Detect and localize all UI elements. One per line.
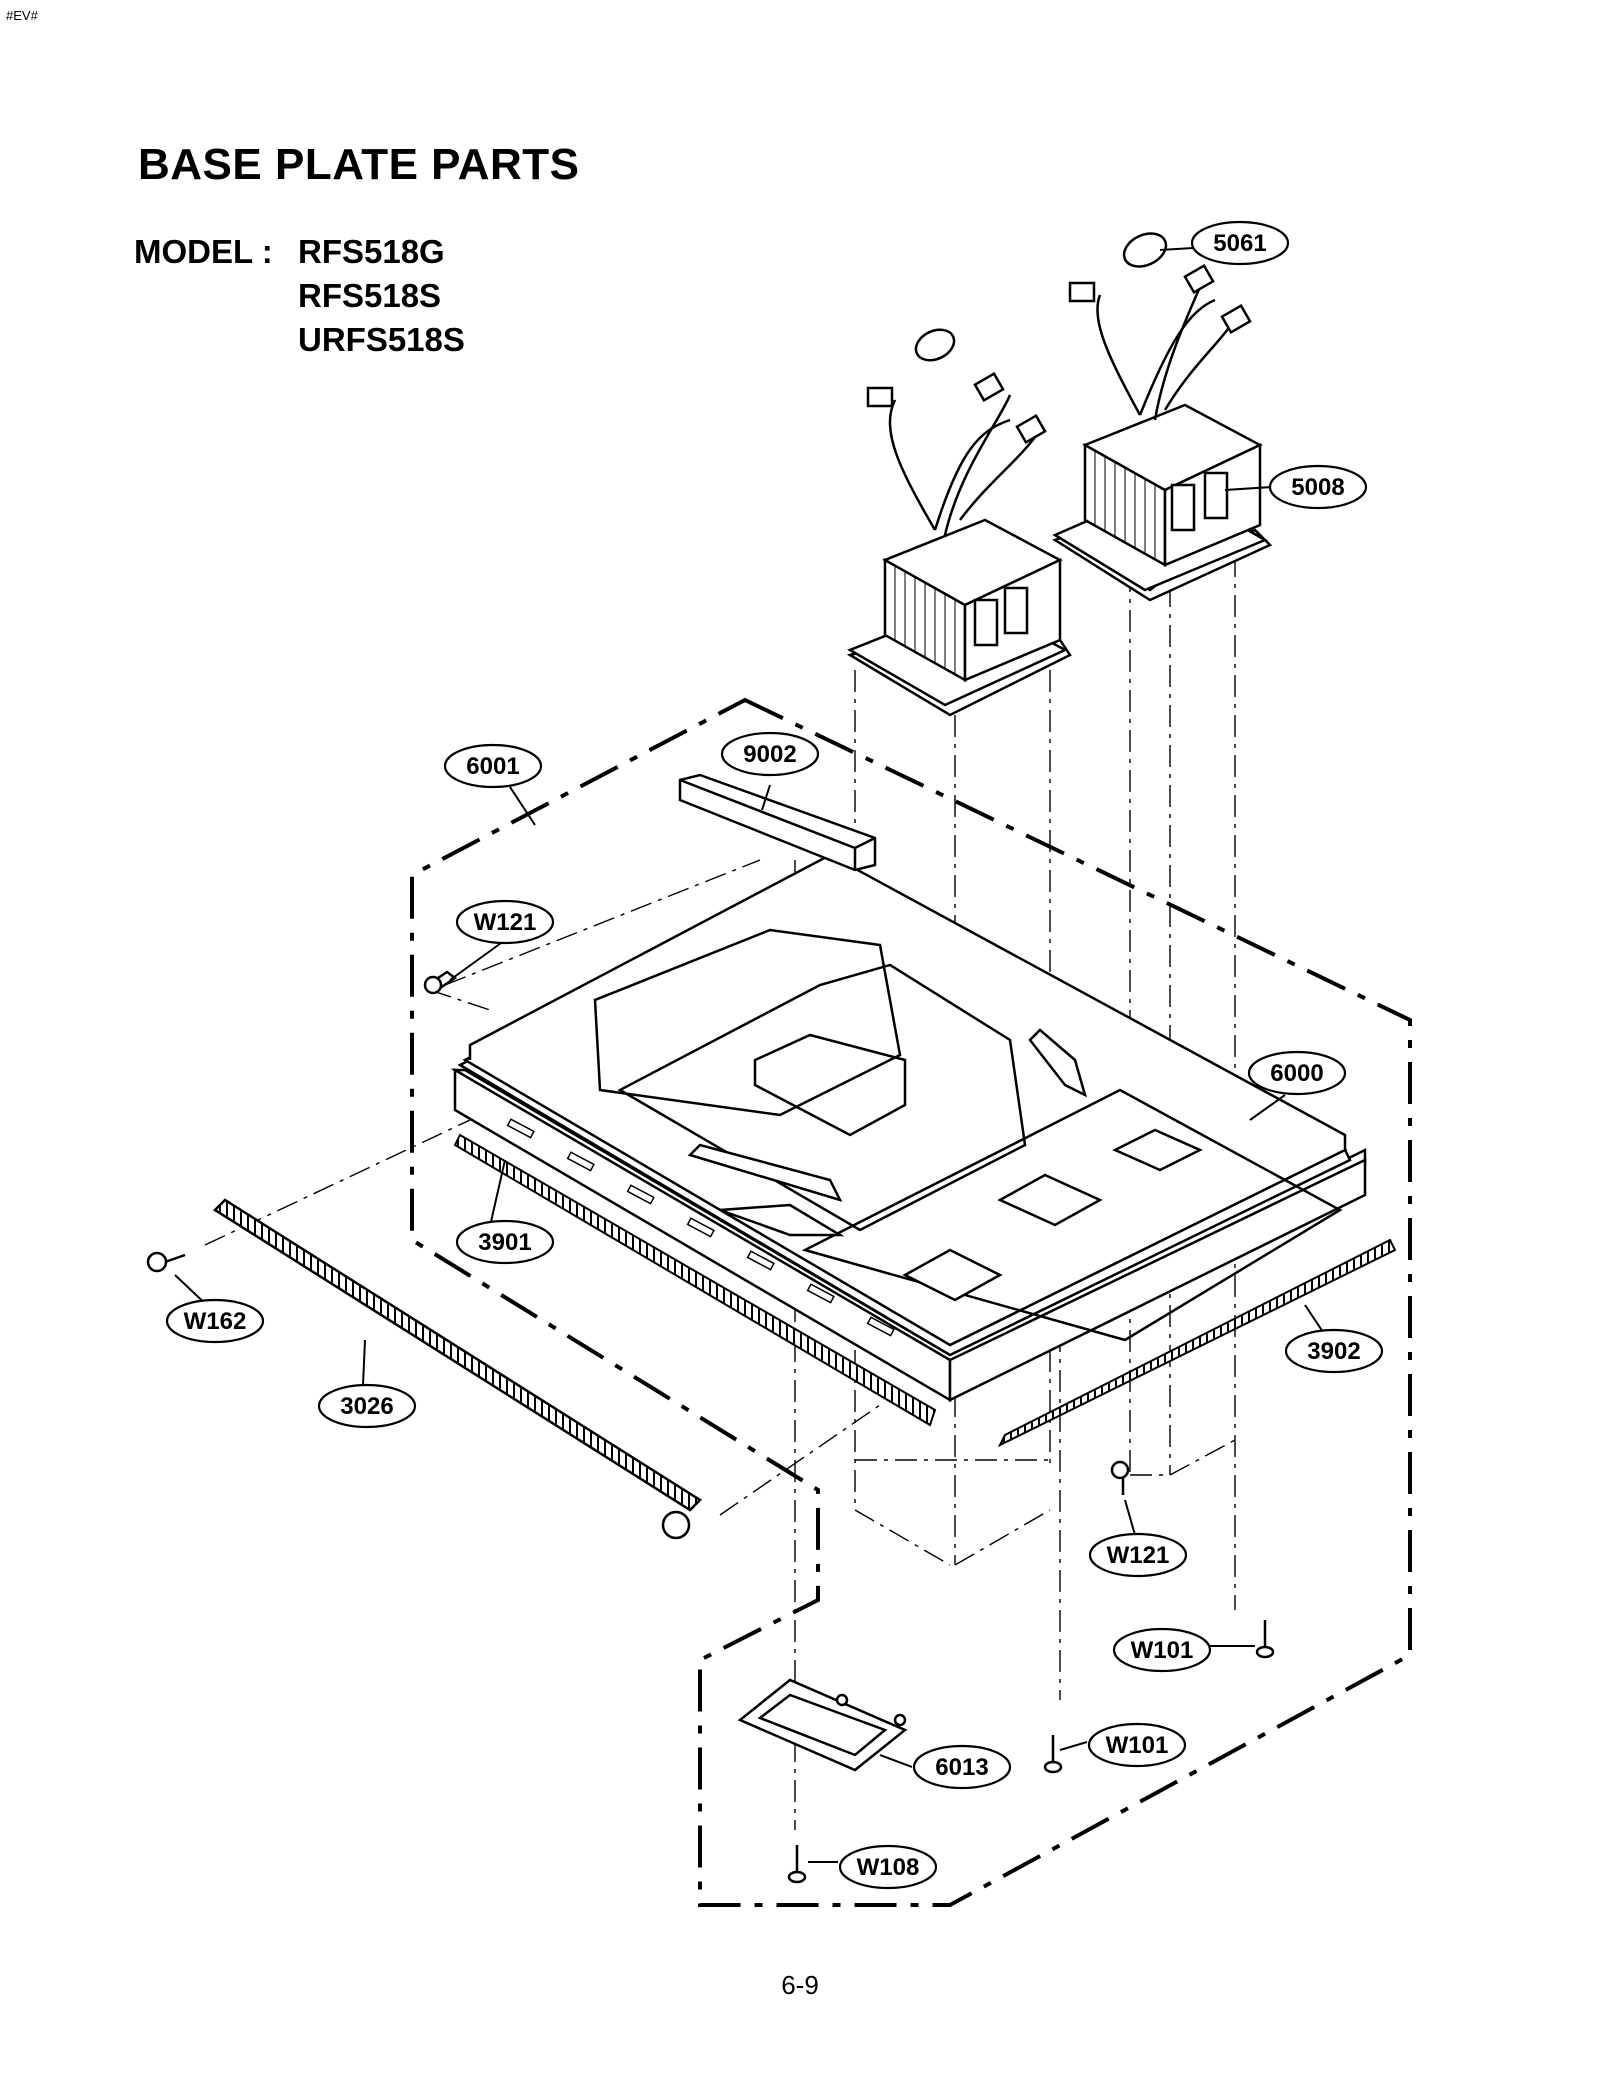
callout-w101-right: W101 xyxy=(1112,1627,1212,1673)
callout-label: 3902 xyxy=(1307,1338,1360,1365)
callout-6000: 6000 xyxy=(1247,1050,1347,1096)
callout-label: 3026 xyxy=(340,1393,393,1420)
base-plate xyxy=(450,853,1367,1403)
corner-tag: #EV# xyxy=(6,8,38,23)
callout-label: W162 xyxy=(184,1308,247,1335)
callout-label: 3901 xyxy=(478,1229,531,1256)
model-name: URFS518S xyxy=(298,321,465,358)
foam-strip-3902 xyxy=(997,1238,1397,1448)
transformer-right xyxy=(1052,232,1273,602)
callout-label: W101 xyxy=(1106,1732,1169,1759)
callout-label: W101 xyxy=(1131,1637,1194,1664)
callout-label: 9002 xyxy=(743,741,796,768)
callout-6001: 6001 xyxy=(443,743,543,789)
model-name: RFS518G xyxy=(298,233,445,270)
front-grille-3026 xyxy=(213,1198,702,1512)
callout-label: W121 xyxy=(1107,1542,1170,1569)
callout-label: 6000 xyxy=(1270,1060,1323,1087)
callout-label: W121 xyxy=(474,909,537,936)
page-title: BASE PLATE PARTS xyxy=(138,140,580,189)
screw-icons xyxy=(146,970,1275,1884)
transformer-left xyxy=(846,328,1072,717)
callout-label: 6013 xyxy=(935,1754,988,1781)
callout-w162: W162 xyxy=(165,1298,265,1344)
callout-label: 5008 xyxy=(1291,474,1344,501)
callout-3901: 3901 xyxy=(455,1219,555,1265)
callout-label: 6001 xyxy=(466,753,519,780)
callout-6013: 6013 xyxy=(912,1744,1012,1790)
assembly-boundary xyxy=(410,697,1412,1907)
insulator-strip-9002 xyxy=(678,773,877,872)
callout-5008: 5008 xyxy=(1268,464,1368,510)
callout-9002: 9002 xyxy=(720,731,820,777)
callout-w108: W108 xyxy=(838,1844,938,1890)
page-number: 6-9 xyxy=(781,1970,819,2000)
callout-w121-bottom: W121 xyxy=(1088,1532,1188,1578)
callout-w121-top: W121 xyxy=(455,899,555,945)
callout-label: 5061 xyxy=(1213,230,1266,257)
callout-5061: 5061 xyxy=(1190,220,1290,266)
callout-3902: 3902 xyxy=(1284,1328,1384,1374)
callout-3026: 3026 xyxy=(317,1383,417,1429)
cover-plate-6013 xyxy=(737,1678,908,1772)
callout-label: W108 xyxy=(857,1854,920,1881)
model-label: MODEL : xyxy=(134,233,273,270)
model-list: MODEL : RFS518G RFS518S URFS518S xyxy=(134,230,465,362)
grille-knob xyxy=(661,1510,691,1540)
model-name: RFS518S xyxy=(298,277,442,314)
foam-strip-3901 xyxy=(453,1133,937,1427)
callout-w101-center: W101 xyxy=(1087,1722,1187,1768)
